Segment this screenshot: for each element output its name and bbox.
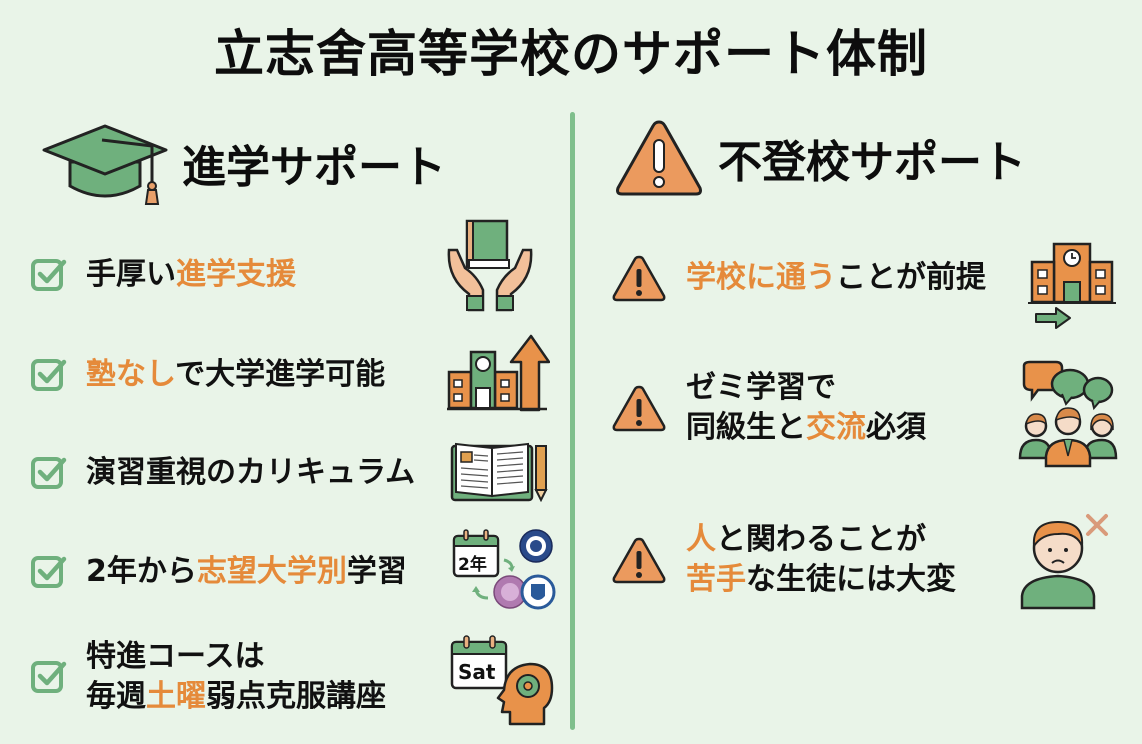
- calendar-university-seals-icon: 2年: [452, 528, 557, 610]
- truancy-item-3-line-2: 苦手な生徒には大変: [686, 562, 956, 597]
- academic-item-4-text: 2年から志望大学別学習: [86, 554, 407, 589]
- calendar-year-label: 2年: [458, 555, 487, 575]
- warning-icon: [612, 537, 666, 584]
- saturday-calendar-head-gear-icon: Sat: [450, 634, 555, 726]
- checkbox-check-icon: [31, 457, 67, 489]
- school-building-arrow-icon: [1028, 242, 1116, 329]
- school-growth-arrow-icon: [447, 334, 550, 412]
- open-book-pencil-icon: [450, 442, 548, 502]
- academic-item-3: 演習重視のカリキュラム: [30, 453, 415, 493]
- academic-item-4: 2年から志望大学別学習: [30, 552, 407, 592]
- warning-icon: [612, 385, 666, 432]
- truancy-item-2-text: ゼミ学習で 同級生と交流必須: [686, 368, 926, 448]
- column-divider: [570, 112, 575, 730]
- truancy-item-2-line-1: ゼミ学習で: [686, 370, 836, 405]
- graduation-cap-icon: [42, 124, 168, 205]
- worried-student-icon: [1020, 514, 1108, 610]
- academic-item-1-text: 手厚い進学支援: [86, 257, 296, 292]
- academic-item-5-line-2: 毎週土曜弱点克服講座: [86, 679, 386, 714]
- truancy-support-title: 不登校サポート: [718, 137, 1026, 188]
- truancy-item-3-text: 人と関わることが 苦手な生徒には大変: [686, 520, 956, 600]
- truancy-item-1-text: 学校に通うことが前提: [686, 260, 986, 295]
- truancy-item-3-line-1: 人と関わることが: [686, 522, 926, 557]
- truancy-item-2-line-2: 同級生と交流必須: [686, 410, 926, 445]
- academic-support-title: 進学サポート: [182, 142, 446, 193]
- warning-icon: [612, 255, 666, 302]
- hands-holding-book-icon: [447, 219, 533, 312]
- academic-item-5: 特進コースは 毎週土曜弱点克服講座: [30, 637, 386, 717]
- academic-item-2: 塾なしで大学進学可能: [30, 355, 385, 395]
- checkbox-check-icon: [31, 259, 67, 291]
- warning-triangle-icon: [616, 120, 702, 196]
- calendar-icon: [452, 529, 556, 610]
- academic-item-5-line-1: 特進コースは: [86, 639, 265, 674]
- truancy-item-1: 学校に通うことが前提: [612, 254, 986, 302]
- truancy-item-2: ゼミ学習で 同級生と交流必須: [612, 368, 926, 448]
- academic-item-5-text: 特進コースは 毎週土曜弱点克服講座: [86, 637, 386, 717]
- academic-support-heading: 進学サポート: [40, 118, 446, 208]
- checkbox-check-icon: [31, 359, 67, 391]
- truancy-item-3: 人と関わることが 苦手な生徒には大変: [612, 520, 956, 600]
- saturday-label: Sat: [458, 660, 496, 684]
- truancy-support-heading: 不登校サポート: [614, 118, 1026, 198]
- checkbox-check-icon: [31, 661, 67, 693]
- academic-item-2-text: 塾なしで大学進学可能: [86, 357, 386, 392]
- group-discussion-icon: [1018, 360, 1118, 468]
- page-title: 立志舍高等学校のサポート体制: [214, 25, 928, 83]
- academic-item-3-text: 演習重視のカリキュラム: [86, 455, 416, 490]
- academic-item-1: 手厚い進学支援: [30, 255, 296, 295]
- checkbox-check-icon: [31, 556, 67, 588]
